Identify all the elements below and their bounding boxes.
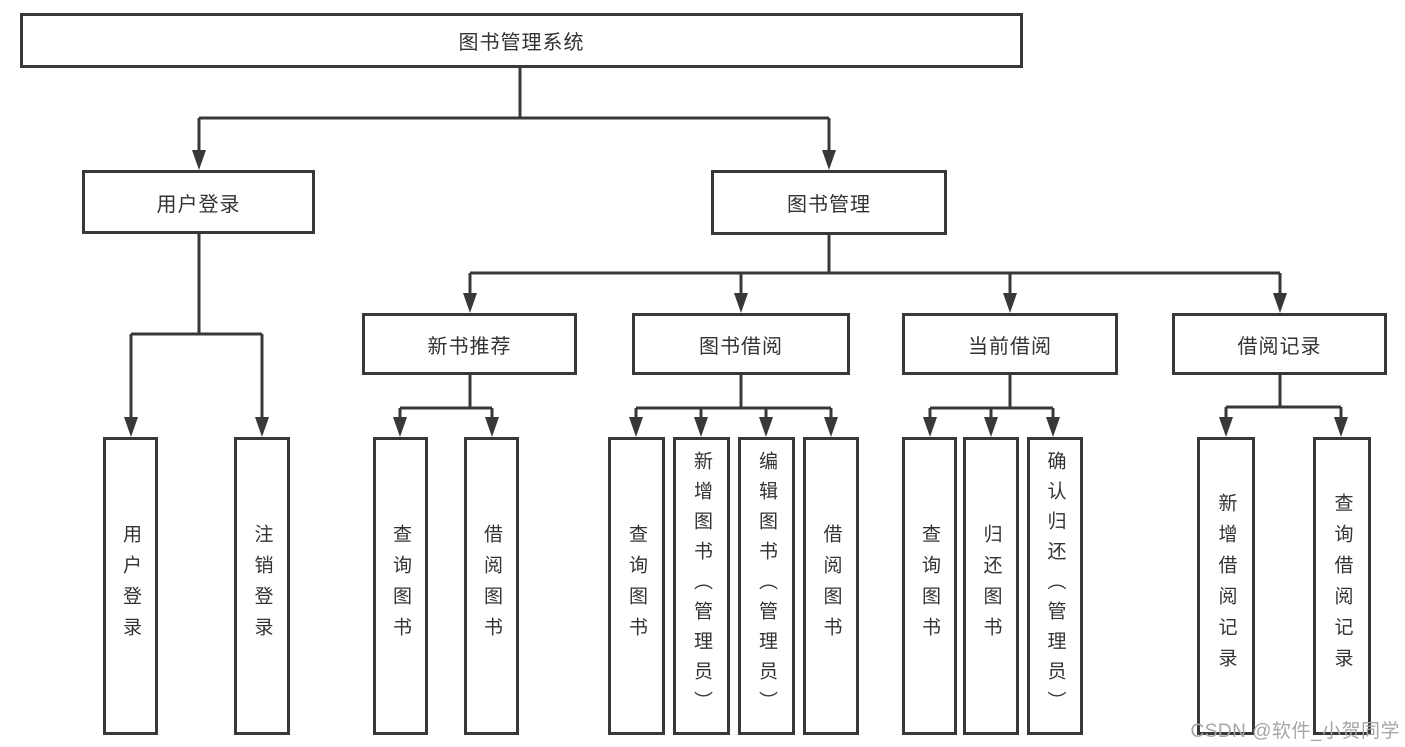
node-confirm-return-admin: 确认归还（管理员） — [1027, 437, 1083, 735]
node-label: 图书借阅 — [699, 335, 783, 358]
node-label: 借阅记录 — [1237, 335, 1322, 358]
watermark: CSDN @软件_小贺同学 — [1190, 721, 1400, 742]
node-user-login: 用户登录 — [82, 170, 315, 234]
node-add-borrow-record: 新增借阅记录 — [1197, 437, 1255, 735]
node-label: 确认归还（管理员） — [1044, 451, 1066, 721]
node-query-borrow-record: 查询借阅记录 — [1313, 437, 1371, 735]
node-borrow-books-recommend: 借阅图书 — [464, 437, 519, 735]
node-return-books: 归还图书 — [963, 437, 1019, 735]
node-borrowing-records: 借阅记录 — [1172, 313, 1387, 375]
node-label: 新增图书（管理员） — [691, 451, 712, 721]
node-current-borrowing: 当前借阅 — [902, 313, 1118, 375]
arrowhead-icons — [124, 150, 1348, 437]
node-label: 图书管理 — [787, 194, 871, 216]
node-book-borrowing: 图书借阅 — [632, 313, 850, 375]
node-query-books-borrow: 查询图书 — [608, 437, 665, 735]
node-label: 归还图书 — [980, 524, 1002, 648]
node-label: 查询图书 — [919, 524, 940, 648]
node-label: 借阅图书 — [820, 524, 842, 648]
node-label: 用户登录 — [156, 193, 241, 216]
node-label: 查询借阅记录 — [1331, 493, 1353, 679]
node-label: 图书管理系统 — [458, 32, 585, 54]
node-label: 新增借阅记录 — [1215, 493, 1237, 679]
node-label: 查询图书 — [626, 524, 647, 648]
node-new-book-recommendation: 新书推荐 — [362, 313, 577, 375]
node-label: 编辑图书（管理员） — [756, 451, 777, 721]
node-query-books-current: 查询图书 — [902, 437, 957, 735]
node-label: 注销登录 — [251, 524, 273, 648]
node-logout-action: 注销登录 — [234, 437, 290, 735]
node-edit-book-admin: 编辑图书（管理员） — [738, 437, 795, 735]
node-library-management-system: 图书管理系统 — [20, 13, 1023, 68]
node-borrow-books-action: 借阅图书 — [803, 437, 859, 735]
node-label: 借阅图书 — [481, 524, 502, 648]
node-label: 新书推荐 — [427, 335, 512, 358]
node-label: 用户登录 — [120, 524, 141, 648]
node-label: 查询图书 — [390, 524, 411, 648]
node-label: 当前借阅 — [968, 335, 1052, 358]
node-query-books-recommend: 查询图书 — [373, 437, 428, 735]
node-user-login-action: 用户登录 — [103, 437, 158, 735]
node-add-book-admin: 新增图书（管理员） — [673, 437, 730, 735]
node-book-management: 图书管理 — [711, 170, 947, 235]
